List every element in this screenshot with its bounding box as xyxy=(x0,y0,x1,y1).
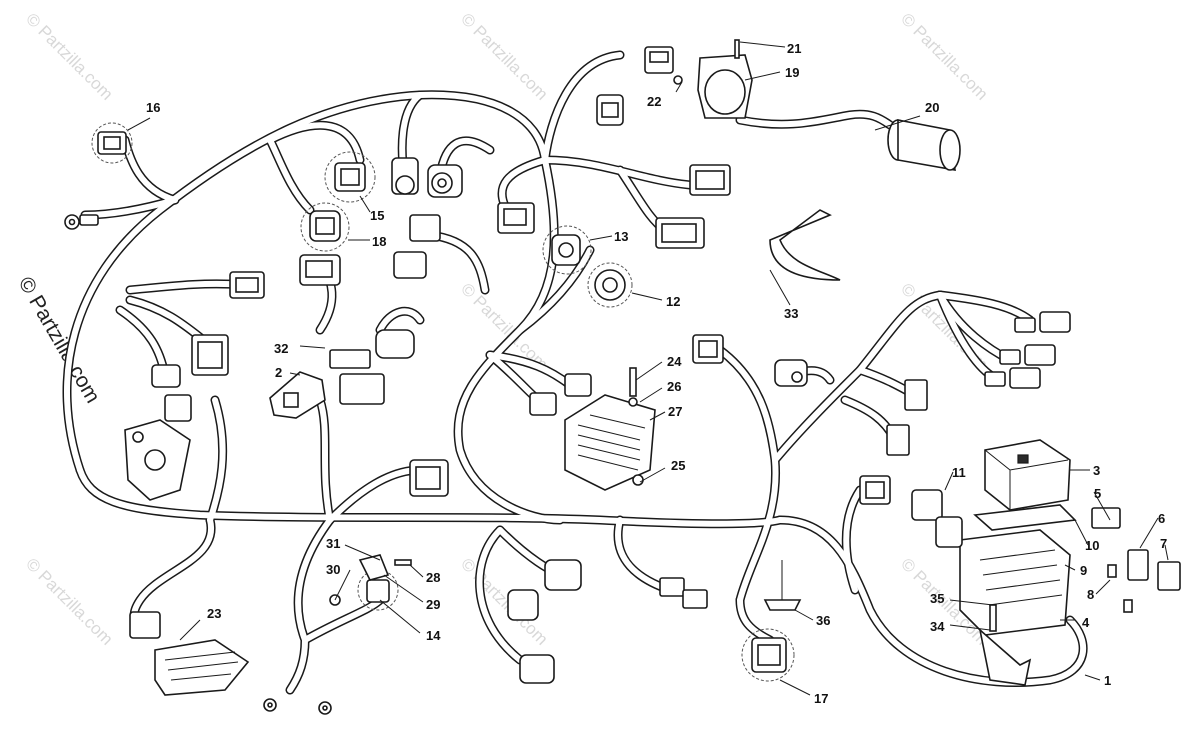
ignition-switch-19 xyxy=(673,39,753,119)
callout-9: 9 xyxy=(1080,563,1087,578)
callout-19: 19 xyxy=(785,65,799,80)
connector-12 xyxy=(587,262,633,308)
ground-terminals xyxy=(263,698,332,715)
connector-15 xyxy=(324,151,463,203)
callout-27: 27 xyxy=(668,404,682,419)
callout-8: 8 xyxy=(1087,587,1094,602)
relay-5 xyxy=(1091,507,1121,529)
watermark: © Partzilla.com xyxy=(897,9,991,103)
callout-36: 36 xyxy=(816,613,830,628)
connector-13 xyxy=(542,225,592,275)
callout-10: 10 xyxy=(1085,538,1099,553)
ring-terminal xyxy=(64,214,99,230)
connector-left-group xyxy=(151,271,265,422)
callout-7: 7 xyxy=(1160,536,1167,551)
watermark: © Partzilla.com xyxy=(22,554,116,648)
connector-top-pair xyxy=(596,46,674,126)
connector-bottom-mid xyxy=(409,459,449,497)
connector-mid xyxy=(393,202,535,279)
switch-assembly xyxy=(124,419,191,501)
callout-25: 25 xyxy=(671,458,685,473)
connectors-bottom-center xyxy=(507,559,708,684)
callout-20: 20 xyxy=(925,100,939,115)
connector-16 xyxy=(91,122,133,164)
clip-36 xyxy=(763,560,802,611)
watermark: © Partzilla.com xyxy=(457,9,551,103)
fuse-panel-9 xyxy=(959,529,1071,636)
callout-26: 26 xyxy=(667,379,681,394)
callout-4: 4 xyxy=(1082,615,1090,630)
connectors xyxy=(64,39,1181,715)
callout-13: 13 xyxy=(614,229,628,244)
callout-28: 28 xyxy=(426,570,440,585)
fuse-holder-2 xyxy=(269,371,326,419)
connector-bottom-right xyxy=(859,475,891,505)
bracket-34 xyxy=(978,604,1032,686)
ecu-23 xyxy=(129,611,250,696)
callout-2: 2 xyxy=(275,365,282,380)
connector-14 xyxy=(329,554,412,611)
callout-11: 11 xyxy=(952,465,966,480)
relays-6-7 xyxy=(1127,549,1181,591)
leader-lines xyxy=(127,41,1169,696)
callout-22: 22 xyxy=(647,94,661,109)
callout-35: 35 xyxy=(930,591,944,606)
cable-tie-33 xyxy=(769,209,841,281)
callout-24: 24 xyxy=(667,354,682,369)
callout-32: 32 xyxy=(274,341,288,356)
callout-23: 23 xyxy=(207,606,221,621)
connector-32 xyxy=(299,254,415,405)
callout-14: 14 xyxy=(426,628,441,643)
module-11 xyxy=(911,489,963,548)
connector-17 xyxy=(741,628,795,682)
callout-3: 3 xyxy=(1093,463,1100,478)
callout-17: 17 xyxy=(814,691,828,706)
cover-10 xyxy=(973,504,1077,531)
connector-18 xyxy=(300,202,350,252)
callout-33: 33 xyxy=(784,306,798,321)
callout-31: 31 xyxy=(326,536,340,551)
callout-labels: 1 2 3 4 5 6 7 8 9 10 11 12 13 14 15 16 1… xyxy=(146,41,1167,706)
watermark: © Partzilla.com xyxy=(22,9,116,103)
callout-6: 6 xyxy=(1158,511,1165,526)
callout-5: 5 xyxy=(1094,486,1101,501)
fuse-box-3 xyxy=(984,439,1071,511)
callout-16: 16 xyxy=(146,100,160,115)
connector-ecm-right xyxy=(655,164,731,249)
voltage-regulator-27 xyxy=(564,367,656,491)
callout-34: 34 xyxy=(930,619,945,634)
small-fuses xyxy=(1107,564,1133,613)
callout-29: 29 xyxy=(426,597,440,612)
connector-24-side xyxy=(692,334,724,364)
callout-18: 18 xyxy=(372,234,386,249)
regulator-connectors xyxy=(529,373,592,416)
callout-15: 15 xyxy=(370,208,384,223)
connector-right-upper xyxy=(774,311,1071,456)
callout-30: 30 xyxy=(326,562,340,577)
callout-21: 21 xyxy=(787,41,801,56)
callout-1: 1 xyxy=(1104,673,1111,688)
lighter-socket-20 xyxy=(887,119,961,171)
callout-12: 12 xyxy=(666,294,680,309)
